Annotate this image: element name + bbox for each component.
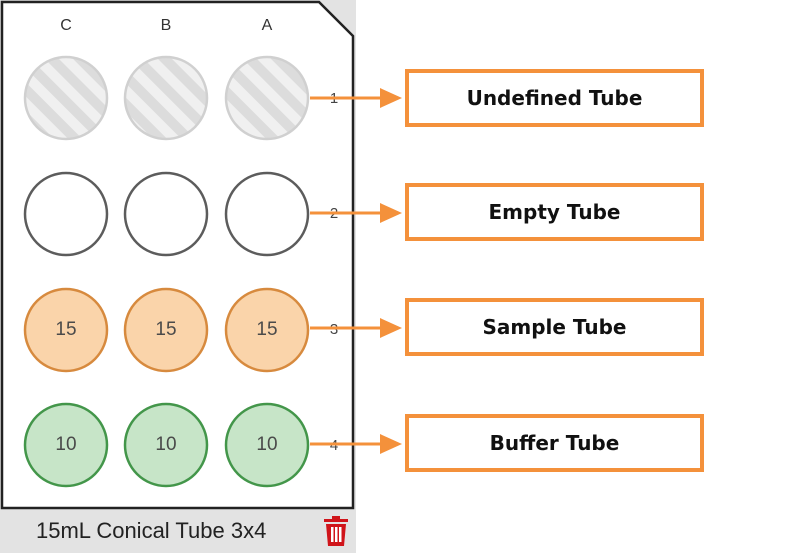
legend-empty-tube: Empty Tube xyxy=(405,183,704,241)
rack-outline xyxy=(0,0,355,510)
legend-label: Empty Tube xyxy=(488,200,621,224)
row-label-1: 1 xyxy=(329,90,339,107)
trash-icon[interactable] xyxy=(323,516,349,546)
tube-b4[interactable] xyxy=(123,402,209,488)
legend-undefined-tube: Undefined Tube xyxy=(405,69,704,127)
tube-b3[interactable] xyxy=(123,287,209,373)
row-label-2: 2 xyxy=(329,205,339,222)
legend-label: Buffer Tube xyxy=(489,431,620,455)
tube-a3[interactable] xyxy=(224,287,310,373)
column-label-b: B xyxy=(160,17,172,34)
tube-label-b3: 15 xyxy=(155,319,177,340)
column-label-a: A xyxy=(261,17,273,34)
tube-label-c4: 10 xyxy=(55,434,77,455)
tube-b1[interactable] xyxy=(123,55,209,141)
column-label-c: C xyxy=(60,17,72,34)
legend-label: Sample Tube xyxy=(482,315,627,339)
row-label-3: 3 xyxy=(329,321,339,338)
legend-label: Undefined Tube xyxy=(466,86,643,110)
tube-label-a4: 10 xyxy=(256,434,278,455)
tube-a4[interactable] xyxy=(224,402,310,488)
tube-a1[interactable] xyxy=(224,55,310,141)
tube-label-b4: 10 xyxy=(155,434,177,455)
tube-a2[interactable] xyxy=(224,171,310,257)
row-label-4: 4 xyxy=(329,437,339,454)
tube-label-a3: 15 xyxy=(256,319,278,340)
rack-name: 15mL Conical Tube 3x4 xyxy=(36,518,267,543)
tube-c1[interactable] xyxy=(23,55,109,141)
tube-label-c3: 15 xyxy=(55,319,77,340)
tube-c2[interactable] xyxy=(23,171,109,257)
legend-buffer-tube: Buffer Tube xyxy=(405,414,704,472)
tube-c3[interactable] xyxy=(23,287,109,373)
tube-b2[interactable] xyxy=(123,171,209,257)
rack-panel: C B A 1 2 3 4 15 15 15 10 10 10 15mL Con… xyxy=(0,0,356,553)
legend-sample-tube: Sample Tube xyxy=(405,298,704,356)
tube-c4[interactable] xyxy=(23,402,109,488)
